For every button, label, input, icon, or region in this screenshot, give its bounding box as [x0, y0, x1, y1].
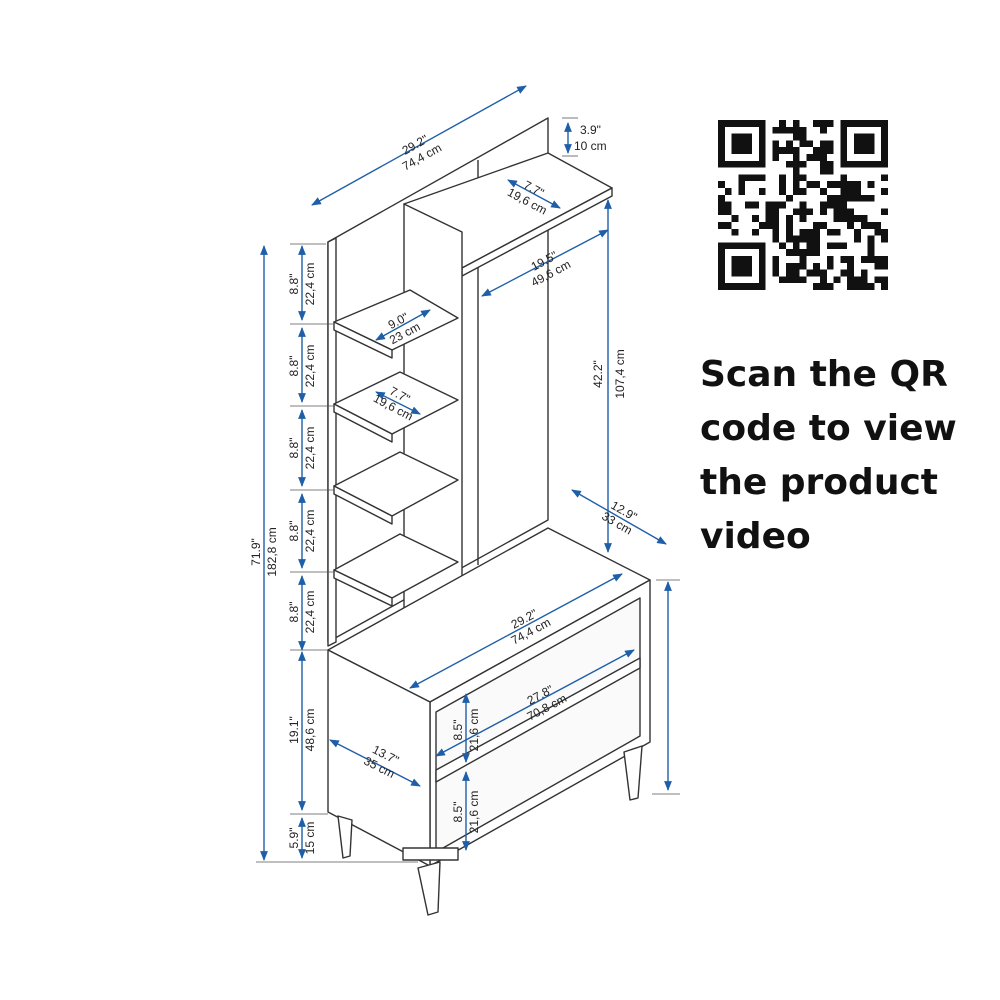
label-compartment-upper-cm: 21,6 cm: [467, 709, 481, 752]
dimension-labels: 29.2" 74,4 cm 3.9" 10 cm 7.7" 19,6 cm 19…: [249, 123, 639, 855]
label-compartment-lower-cm: 21,6 cm: [467, 791, 481, 834]
cube-shelf-2-edge: [333, 403, 393, 443]
qr-code-icon[interactable]: [718, 120, 888, 290]
label-compartment-upper-in: 8.5": [451, 720, 465, 741]
label-hanger-height-cm: 107,4 cm: [613, 349, 627, 398]
label-shelf-gap-2-cm: 22,4 cm: [303, 345, 317, 388]
cube-shelf-4-edge: [333, 569, 393, 607]
label-shelf-gap-1-in: 8.8": [287, 274, 301, 295]
label-back-extension-cm: 10 cm: [574, 139, 607, 153]
cube-shelf-1-edge: [333, 321, 393, 359]
label-shelf-gap-3-in: 8.8": [287, 438, 301, 459]
cube-shelf-3-edge: [333, 485, 393, 525]
leg-back-left: [337, 815, 353, 859]
label-total-height-in: 71.9": [249, 538, 263, 566]
label-shelf-gap-4-cm: 22,4 cm: [303, 510, 317, 553]
label-shelf-gap-5-cm: 22,4 cm: [303, 591, 317, 634]
leg-front-right: [623, 745, 643, 801]
leg-front-left: [417, 861, 441, 916]
tower-outer-edge: [327, 237, 337, 647]
label-cabinet-height-cm: 48,6 cm: [303, 709, 317, 752]
label-shelf-gap-2-in: 8.8": [287, 356, 301, 377]
label-back-extension-in: 3.9": [580, 123, 601, 137]
label-leg-height-in: 5.9": [287, 828, 301, 849]
label-compartment-lower-in: 8.5": [451, 802, 465, 823]
plinth: [402, 847, 459, 861]
extension-lines: [256, 117, 680, 863]
label-leg-height-cm: 15 cm: [303, 822, 317, 855]
label-shelf-gap-3-cm: 22,4 cm: [303, 427, 317, 470]
qr-scan-caption: Scan the QR code to view the product vid…: [700, 354, 957, 557]
label-cabinet-height-in: 19.1": [287, 716, 301, 744]
label-shelf-gap-5-in: 8.8": [287, 602, 301, 623]
label-hanger-height-in: 42.2": [591, 360, 605, 388]
label-shelf-gap-4-in: 8.8": [287, 521, 301, 542]
dimension-lines: [260, 85, 672, 861]
label-total-height-cm: 182,8 cm: [265, 527, 279, 576]
label-shelf-gap-1-cm: 22,4 cm: [303, 263, 317, 306]
